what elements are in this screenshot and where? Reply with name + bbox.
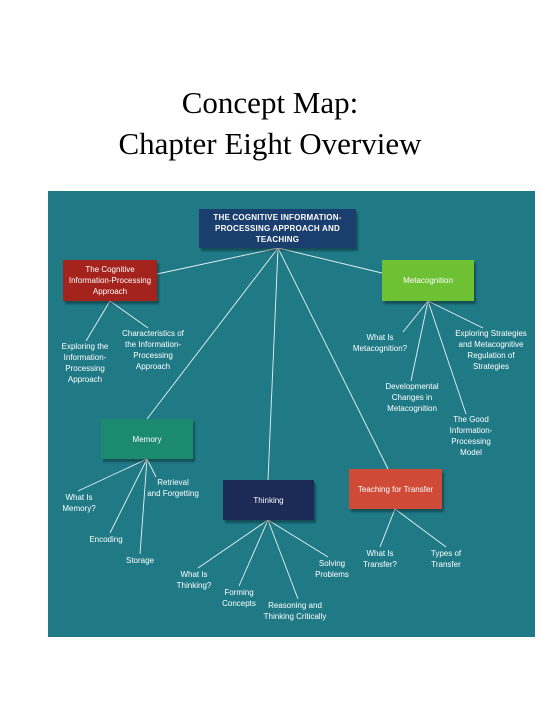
connector-cognitive-to-exploring xyxy=(85,300,111,342)
leaf-forming-concepts: Forming Concepts xyxy=(222,588,256,608)
connector-transfer-to-types xyxy=(394,508,447,548)
leaf-types-of-transfer: Types of Transfer xyxy=(430,549,462,569)
thinking-box: Thinking xyxy=(223,480,314,520)
leaf-retrieval-forgetting: Retrieval and Forgetting xyxy=(147,478,199,498)
concept-map: THE COGNITIVE INFORMATION-PROCESSING APP… xyxy=(48,191,535,637)
metacognition-box: Metacognition xyxy=(382,260,474,301)
connector-thinking-to-forming xyxy=(238,519,269,587)
leaf-what-is-thinking: What Is Thinking? xyxy=(176,570,212,590)
connector-cognitive-to-characteristics xyxy=(109,300,149,329)
leaf-solving-problems: Solving Problems xyxy=(315,559,349,579)
leaf-what-is-memory: What Is Memory? xyxy=(62,493,96,513)
leaf-what-is-metacognition: What Is Metacognition? xyxy=(352,333,408,353)
connector-meta-to-what-is xyxy=(402,300,429,333)
cognitive-approach-label: The Cognitive Information-Processing App… xyxy=(68,265,152,296)
teaching-for-transfer-box: Teaching for Transfer xyxy=(349,469,442,509)
connector-thinking-to-what-is xyxy=(197,519,269,569)
cognitive-approach-box: The Cognitive Information-Processing App… xyxy=(63,260,157,301)
connector-root-to-thinking xyxy=(267,247,279,481)
leaf-exploring-strategies: Exploring Strategies and Metacognitive R… xyxy=(455,329,527,371)
connector-root-to-metacognition xyxy=(277,247,383,274)
teaching-for-transfer-label: Teaching for Transfer xyxy=(357,484,434,494)
slide-title-line-2: Chapter Eight Overview xyxy=(118,126,422,161)
connector-root-to-transfer xyxy=(277,247,389,470)
connector-root-to-cognitive xyxy=(156,247,279,275)
slide-title: Concept Map: Chapter Eight Overview xyxy=(0,82,540,164)
connector-transfer-to-what-is xyxy=(379,508,396,548)
leaf-storage: Storage xyxy=(125,556,155,565)
connector-memory-to-retrieval xyxy=(146,458,157,478)
metacognition-label: Metacognition xyxy=(403,276,453,285)
memory-label: Memory xyxy=(132,434,162,444)
thinking-label: Thinking xyxy=(253,495,284,505)
slide-title-line-1: Concept Map: xyxy=(181,85,359,120)
leaf-developmental-changes: Developmental Changes in Metacognition xyxy=(385,382,439,413)
connector-thinking-to-reasoning xyxy=(267,519,299,600)
root-concept-label: THE COGNITIVE INFORMATION-PROCESSING APP… xyxy=(213,213,342,244)
connector-memory-to-encoding xyxy=(109,458,148,534)
leaf-good-model: The Good Information- Processing Model xyxy=(449,415,493,457)
leaf-what-is-transfer: What Is Transfer? xyxy=(363,549,397,569)
leaf-characteristics: Characteristics of the Information- Proc… xyxy=(122,329,184,371)
leaf-encoding: Encoding xyxy=(89,535,123,544)
memory-box: Memory xyxy=(101,419,193,459)
root-concept-box: THE COGNITIVE INFORMATION-PROCESSING APP… xyxy=(199,209,356,248)
connector-meta-to-good-model xyxy=(427,300,467,415)
connector-memory-to-what-is xyxy=(77,458,148,492)
connector-thinking-to-solving xyxy=(267,519,329,558)
connector-root-to-memory xyxy=(146,247,279,420)
connector-meta-to-exploring-strategies xyxy=(427,300,484,329)
leaf-exploring-approach: Exploring the Information- Processing Ap… xyxy=(61,342,109,384)
connector-memory-to-storage xyxy=(139,458,148,555)
leaf-reasoning-critically: Reasoning and Thinking Critically xyxy=(263,601,327,621)
connector-meta-to-developmental xyxy=(410,300,429,382)
